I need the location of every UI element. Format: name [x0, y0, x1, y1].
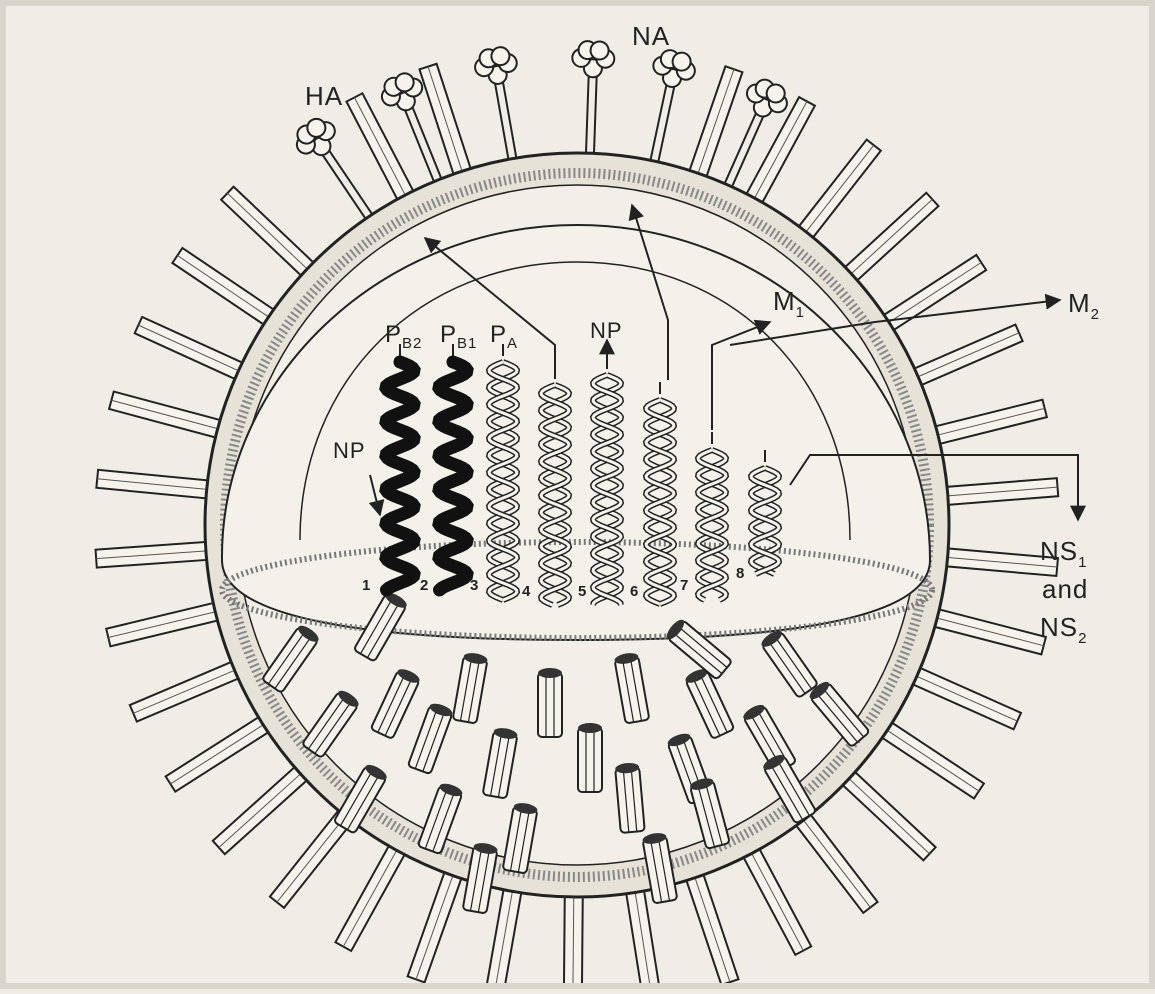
label-np-left: NP [333, 438, 366, 463]
ha-spike [906, 665, 1021, 729]
segment-number: 2 [420, 577, 428, 594]
segment-number: 1 [362, 577, 370, 594]
ha-spike [928, 400, 1047, 446]
ha-spike [907, 325, 1022, 389]
ha-spike [687, 66, 742, 183]
ha-spike [130, 659, 246, 722]
ha-spike [684, 867, 739, 985]
ha-spike [172, 248, 280, 329]
ha-spike [794, 140, 881, 244]
surface-rnp-rod [538, 668, 562, 737]
ha-spike [408, 865, 464, 982]
label-ns1: NS1 [1040, 536, 1087, 571]
label-m2: M2 [1068, 288, 1100, 323]
ha-spike [96, 541, 215, 567]
ha-spike [106, 601, 225, 646]
surface-rnp-rod [578, 723, 602, 792]
ha-spike [791, 808, 877, 913]
ha-spike [564, 889, 583, 989]
ha-spike [743, 97, 815, 209]
ha-spike [166, 713, 275, 792]
label-and: and [1042, 574, 1088, 604]
segment-number: 4 [522, 583, 531, 600]
ha-spike [109, 392, 228, 440]
label-na: NA [632, 21, 670, 51]
surface-rnp-rod [615, 762, 645, 833]
ha-spike [939, 478, 1058, 505]
segment-number: 3 [470, 577, 478, 594]
ha-spike [221, 187, 319, 281]
ha-spike [135, 317, 250, 382]
ha-spike [837, 767, 936, 861]
ha-spike [96, 470, 215, 499]
ha-spike [839, 193, 938, 286]
label-ns2: NS2 [1040, 612, 1087, 647]
segment-number: 6 [630, 583, 638, 600]
ha-spike [877, 255, 986, 334]
segment-number: 8 [736, 565, 744, 582]
ha-spike [927, 607, 1046, 654]
ha-spike [335, 839, 408, 951]
ha-spike [740, 842, 811, 955]
label-np-top: NP [590, 318, 623, 343]
label-ha: HA [305, 81, 343, 111]
segment-number: 5 [578, 583, 586, 600]
ha-spike [484, 882, 522, 989]
segment-number: 7 [680, 577, 688, 594]
ha-spike [213, 762, 313, 854]
ha-spike [876, 718, 984, 798]
